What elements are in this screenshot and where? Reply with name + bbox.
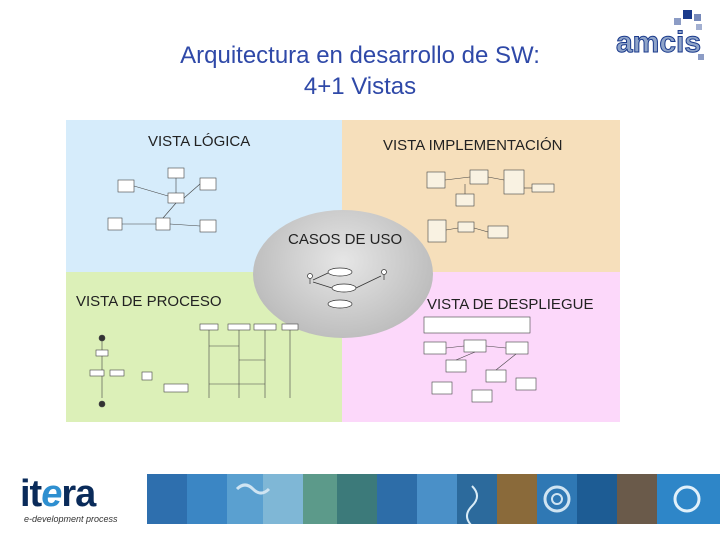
logical-view-label: VISTA LÓGICA <box>148 133 251 150</box>
component-diagram-sketch <box>426 169 555 243</box>
amcis-logo: amcis <box>612 10 712 70</box>
deployment-diagram-sketch <box>423 316 537 403</box>
footer-image-strip <box>147 474 720 524</box>
implementation-view-label: VISTA IMPLEMENTACIÓN <box>383 137 563 154</box>
use-cases-label: CASOS DE USO <box>288 231 403 248</box>
process-view-label: VISTA DE PROCESO <box>76 293 222 310</box>
use-case-sketch <box>307 267 387 309</box>
title-line-2: 4+1 Vistas <box>303 73 417 100</box>
slide-title: Arquitectura en desarrollo de SW: 4+1 Vi… <box>0 40 720 102</box>
itera-logo: itera e-development process <box>18 474 143 528</box>
itera-tagline: e-development process <box>24 514 118 524</box>
class-diagram-sketch <box>107 167 217 233</box>
itera-wordmark: itera <box>20 473 96 515</box>
process-diagram-sketch <box>89 323 299 408</box>
amcis-wordmark: amcis <box>616 26 701 59</box>
title-line-1: Arquitectura en desarrollo de SW: <box>180 42 540 69</box>
deployment-view-label: VISTA DE DESPLIEGUE <box>427 296 594 313</box>
